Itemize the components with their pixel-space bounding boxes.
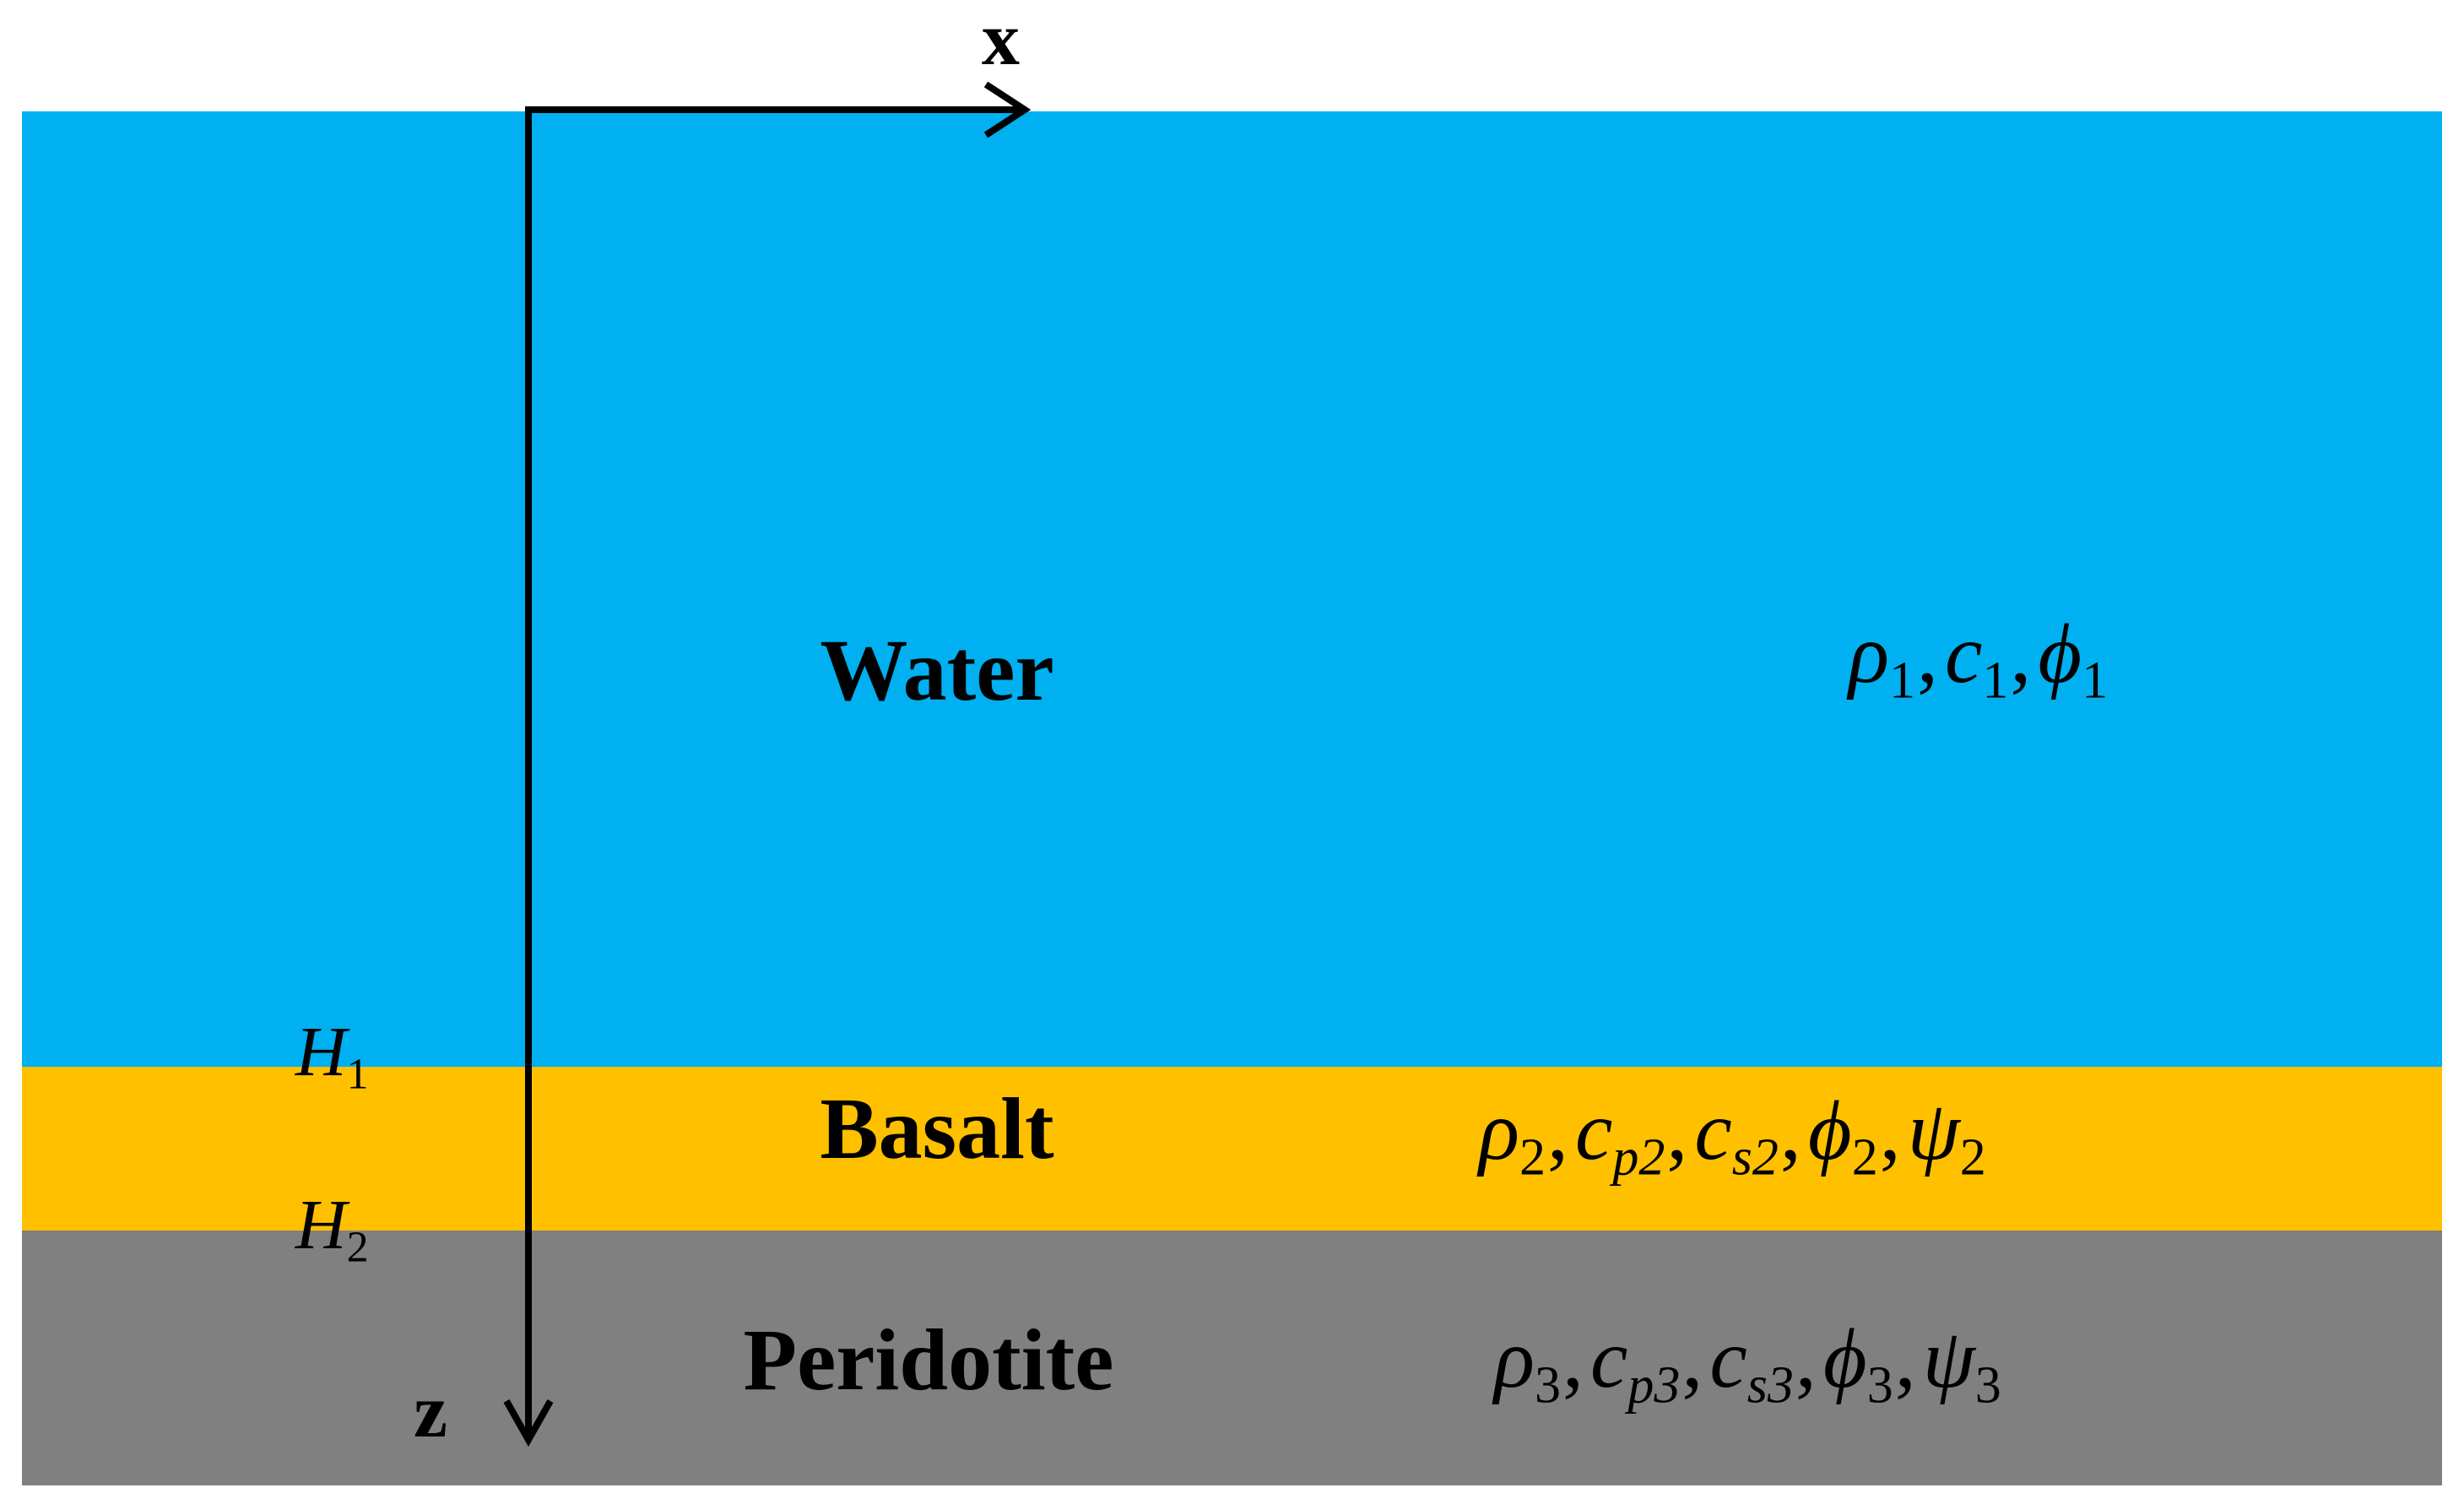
param-symbol: c	[1590, 1312, 1628, 1405]
param-subscript: 1	[1889, 652, 1915, 710]
basalt-param: ψ2	[1907, 1084, 1986, 1184]
basalt-layer-name: Basalt	[820, 1080, 1054, 1177]
basalt-layer	[22, 1067, 2442, 1231]
param-subscript: s3	[1746, 1356, 1794, 1415]
z-axis-label: z	[414, 1370, 447, 1453]
param-subscript: p2	[1612, 1128, 1665, 1187]
basalt-param: cp2	[1575, 1084, 1665, 1184]
param-separator: ,	[1879, 1084, 1901, 1177]
peridotite-param: ρ3	[1494, 1312, 1561, 1412]
peridotite-param: cp3	[1590, 1312, 1680, 1412]
param-symbol: c	[1709, 1312, 1747, 1405]
param-separator: ,	[1917, 607, 1938, 701]
water-parameters: ρ1,c1,ϕ1	[1849, 612, 2108, 707]
z-axis-arrowhead	[503, 1399, 554, 1447]
param-symbol: ϕ	[2038, 607, 2082, 701]
param-subscript: 2	[1851, 1128, 1878, 1187]
interface-h2-label: H2	[295, 1186, 369, 1272]
param-subscript: 3	[1974, 1356, 2001, 1415]
param-separator: ,	[1681, 1312, 1703, 1405]
param-separator: ,	[1547, 1084, 1568, 1177]
basalt-param: cs2	[1694, 1084, 1779, 1184]
water-param: ρ1	[1849, 607, 1915, 707]
peridotite-layer	[22, 1231, 2442, 1485]
param-separator: ,	[1894, 1312, 1916, 1405]
basalt-param: ρ2	[1479, 1084, 1546, 1184]
peridotite-param: ψ3	[1922, 1312, 2001, 1412]
param-symbol: ψ	[1907, 1084, 1960, 1177]
param-symbol: ϕ	[1807, 1084, 1852, 1177]
peridotite-param: ϕ3	[1822, 1312, 1893, 1412]
param-subscript: 3	[1866, 1356, 1893, 1415]
water-param: ϕ1	[2038, 607, 2108, 707]
param-symbol: c	[1945, 607, 1983, 701]
param-separator: ,	[2010, 607, 2032, 701]
param-subscript: 2	[1959, 1128, 1986, 1187]
param-subscript: 3	[1535, 1356, 1561, 1415]
param-symbol: ρ	[1494, 1312, 1535, 1405]
param-symbol: ρ	[1479, 1084, 1519, 1177]
param-symbol: ρ	[1849, 607, 1889, 701]
water-layer	[22, 111, 2442, 1067]
basalt-param: ϕ2	[1807, 1084, 1878, 1184]
param-separator: ,	[1562, 1312, 1584, 1405]
param-separator: ,	[1779, 1084, 1801, 1177]
peridotite-param: cs3	[1709, 1312, 1794, 1412]
water-param: c1	[1945, 607, 2008, 707]
water-layer-name: Water	[820, 622, 1054, 719]
param-subscript: 1	[2082, 652, 2109, 710]
param-subscript: s2	[1731, 1128, 1779, 1187]
param-subscript: 1	[1982, 652, 2009, 710]
param-subscript: 2	[1519, 1128, 1546, 1187]
interface-h1-label: H1	[295, 1013, 369, 1099]
x-axis-label: x	[982, 0, 1020, 81]
param-separator: ,	[1795, 1312, 1817, 1405]
param-symbol: ψ	[1922, 1312, 1975, 1405]
peridotite-parameters: ρ3,cp3,cs3,ϕ3,ψ3	[1494, 1317, 2001, 1412]
param-subscript: p3	[1627, 1356, 1681, 1415]
param-symbol: c	[1694, 1084, 1732, 1177]
x-axis-arrowhead	[983, 81, 1032, 138]
peridotite-layer-name: Peridotite	[743, 1312, 1114, 1409]
param-separator: ,	[1666, 1084, 1688, 1177]
param-symbol: ϕ	[1822, 1312, 1867, 1405]
basalt-parameters: ρ2,cp2,cs2,ϕ2,ψ2	[1479, 1089, 1986, 1184]
param-symbol: c	[1575, 1084, 1613, 1177]
